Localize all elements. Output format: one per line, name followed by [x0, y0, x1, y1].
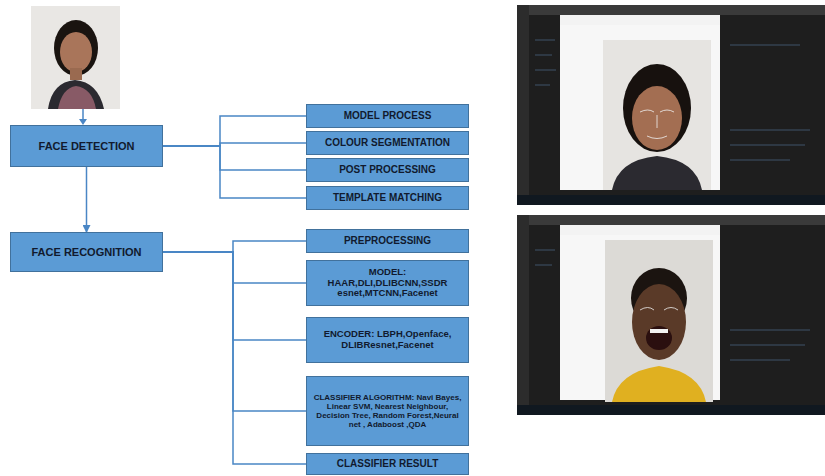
connector	[163, 252, 306, 283]
box-label: MODEL: HAAR,DLI,DLIBCNN,SSDR esnet,MTCNN…	[307, 265, 468, 302]
box-label: POST PROCESSING	[335, 162, 440, 178]
box-label: MODEL PROCESS	[340, 108, 436, 124]
connector	[163, 146, 306, 198]
box-label: FACE DETECTION	[35, 138, 139, 155]
connector	[163, 252, 306, 340]
step-box: COLOUR SEGMENTATION	[306, 131, 469, 155]
box-label: COLOUR SEGMENTATION	[321, 135, 454, 151]
box-label: CLASSIFIER RESULT	[333, 456, 442, 472]
step-box: PREPROCESSING	[306, 229, 469, 253]
box-label: TEMPLATE MATCHING	[329, 190, 446, 206]
connector	[163, 116, 306, 146]
screenshot-detection	[517, 5, 825, 205]
screenshot-recognition	[517, 215, 825, 415]
step-box: ENCODER: LBPH,Openface, DLIBResnet,Facen…	[306, 317, 469, 363]
box-label: CLASSIFIER ALGORITHM: Navi Bayes, Linear…	[307, 391, 468, 432]
step-box: MODEL PROCESS	[306, 104, 469, 128]
box-label: PREPROCESSING	[340, 233, 435, 249]
stage-box: FACE DETECTION	[10, 125, 163, 167]
connector	[86, 167, 88, 232]
connector	[163, 146, 306, 170]
stage-box: FACE RECOGNITION	[10, 232, 163, 272]
step-box: CLASSIFIER RESULT	[306, 453, 469, 475]
input-photo	[31, 6, 120, 109]
step-box: POST PROCESSING	[306, 158, 469, 182]
box-label: ENCODER: LBPH,Openface, DLIBResnet,Facen…	[307, 327, 468, 353]
box-label: FACE RECOGNITION	[27, 244, 145, 261]
step-box: TEMPLATE MATCHING	[306, 186, 469, 210]
connector	[163, 252, 306, 411]
step-box: CLASSIFIER ALGORITHM: Navi Bayes, Linear…	[306, 376, 469, 446]
connector	[163, 241, 306, 252]
connector	[163, 252, 306, 464]
step-box: MODEL: HAAR,DLI,DLIBCNN,SSDR esnet,MTCNN…	[306, 260, 469, 306]
